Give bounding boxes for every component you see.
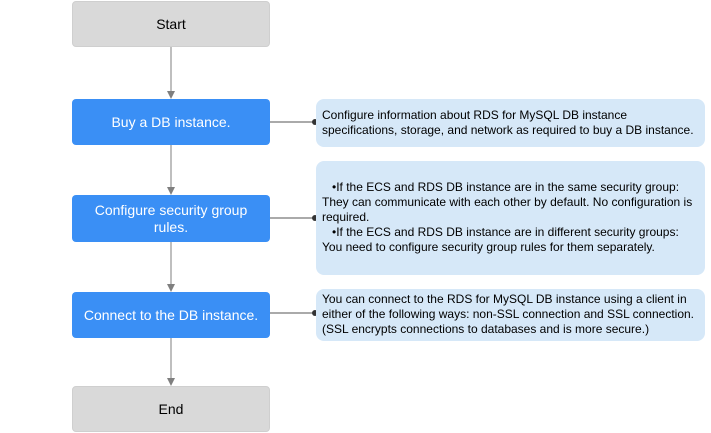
note-buy-instance: Configure information about RDS for MySQ…: [316, 99, 705, 147]
start-node: Start: [72, 1, 270, 47]
step-buy-instance: Buy a DB instance.: [72, 99, 270, 145]
note-security-bullet-2-lead: If the ECS and RDS DB instance are in di…: [336, 225, 679, 239]
end-label: End: [158, 400, 184, 417]
note-buy-text: Configure information about RDS for MySQ…: [322, 108, 694, 137]
note-security-rules: •If the ECS and RDS DB instance are in t…: [316, 161, 705, 275]
note-connect-text: You can connect to the RDS for MySQL DB …: [322, 292, 695, 336]
end-node: End: [72, 386, 270, 432]
step-security-rules: Configure security group rules.: [72, 195, 270, 242]
step-connect-label: Connect to the DB instance.: [83, 306, 259, 323]
step-security-label: Configure security group rules.: [94, 201, 248, 235]
note-security-bullet-2: •If the ECS and RDS DB instance are in d…: [332, 225, 679, 239]
start-label: Start: [156, 15, 186, 32]
note-security-bullet-2-rest: You need to configure security group rul…: [322, 240, 655, 254]
note-security-bullet-1-lead: If the ECS and RDS DB instance are in th…: [336, 180, 680, 194]
note-security-bullet-1-rest: They can communicate with each other by …: [322, 195, 693, 224]
note-connect-instance: You can connect to the RDS for MySQL DB …: [316, 289, 705, 341]
step-connect-instance: Connect to the DB instance.: [72, 292, 270, 338]
step-buy-label: Buy a DB instance.: [111, 113, 231, 130]
note-security-bullet-1: •If the ECS and RDS DB instance are in t…: [332, 180, 680, 194]
